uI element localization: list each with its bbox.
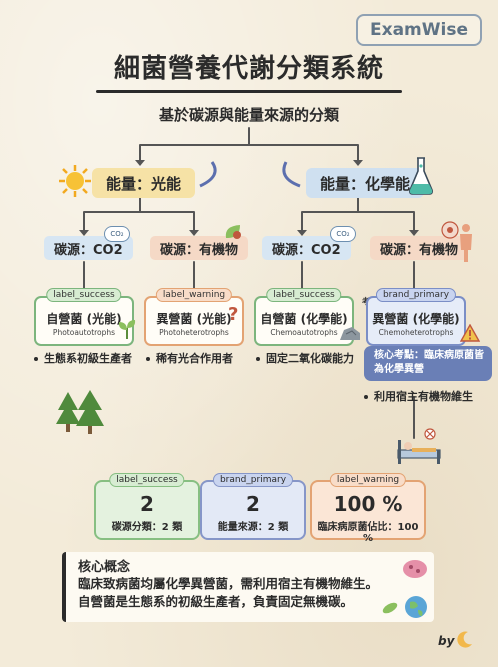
core-heading: 核心概念	[78, 560, 131, 575]
co2-cloud-icon: CO₂	[330, 226, 356, 242]
by-credit: by	[438, 634, 455, 648]
card-tag: brand_primary	[375, 288, 457, 302]
carbon-organic-light: 碳源：有機物	[150, 236, 249, 260]
card-photoautotrophs: label_success 自營菌 (光能) Photoautotrophs	[34, 288, 134, 346]
card-photoheterotrophs: label_warning 異營菌 (光能) Photoheterotrophs	[144, 288, 244, 346]
bacteria-icon	[403, 560, 427, 578]
card-name: 異營菌 (化學能)	[372, 312, 460, 326]
card-en: Chemoheterotrophs	[378, 328, 454, 337]
note-chemoheterotrophs: 利用宿主有機物維生	[364, 388, 473, 404]
human-icon	[441, 221, 472, 262]
card-chemoheterotrophs: brand_primary 異營菌 (化學能) Chemoheterotroph…	[366, 288, 466, 346]
stat-value: 2	[140, 492, 154, 516]
light-swoosh	[199, 161, 217, 188]
light-branch	[83, 197, 195, 233]
stat-desc: 能量來源：2 類	[217, 522, 289, 533]
card-connectors	[83, 261, 415, 291]
sprout-icon	[118, 320, 136, 339]
card-en: Photoautotrophs	[52, 328, 116, 337]
page-subtitle: 基於碳源與能量來源的分類	[158, 106, 339, 124]
card-chemoautotrophs: label_success 自營菌 (化學能) Chemoautotrophs	[254, 288, 354, 346]
note-chemoautotrophs: 固定二氧化碳能力	[256, 350, 354, 366]
stat-value: 100 %	[333, 492, 403, 516]
stat-tag: brand_primary	[212, 473, 294, 487]
card-tag: label_success	[266, 288, 342, 302]
pine-trees-icon	[56, 390, 104, 434]
note-photoautotrophs: 生態系初級生產者	[34, 350, 132, 366]
chem-swoosh	[282, 161, 301, 188]
exam-callout: 核心考點：臨床病原菌皆為化學異營	[364, 346, 492, 381]
stat-tag: label_success	[109, 473, 185, 487]
stat-desc: 碳源分類：2 類	[111, 522, 183, 533]
note-text: 固定二氧化碳能力	[266, 352, 354, 365]
stat-tag: label_warning	[329, 473, 407, 487]
card-tag: label_warning	[155, 288, 233, 302]
card-tag: label_success	[46, 288, 122, 302]
energy-light-node: 能量：光能	[92, 168, 196, 198]
card-en: Photoheterotrophs	[159, 328, 229, 337]
core-concept-box: 核心概念 臨床致病菌均屬化學異營菌，需利用宿主有機物維生。 自營菌是生態系的初級…	[62, 552, 434, 622]
title-underline	[96, 90, 402, 93]
stat-clinical-pathogens: label_warning 100 % 臨床病原菌佔比：100 %	[310, 473, 426, 544]
question-mark-icon: ?	[228, 304, 239, 325]
energy-chem-node: 能量：化學能	[306, 168, 425, 198]
stat-desc: 臨床病原菌佔比：100 %	[317, 522, 419, 544]
stat-value: 2	[246, 492, 260, 516]
card-name: 異營菌 (光能)	[156, 312, 232, 326]
note-text: 稀有光合作用者	[156, 352, 233, 365]
note-text: 利用宿主有機物維生	[374, 390, 473, 403]
stat-energy-sources: brand_primary 2 能量來源：2 類	[200, 473, 306, 540]
stat-carbon-categories: label_success 2 碳源分類：2 類	[94, 473, 200, 540]
card-en: Chemoautotrophs	[270, 328, 338, 337]
card-name: 自營菌 (光能)	[46, 312, 122, 326]
sun-icon	[59, 165, 91, 197]
sick-patient-icon	[397, 428, 441, 464]
brand-logo: ExamWise	[356, 14, 482, 46]
note-photoheterotrophs: 稀有光合作用者	[146, 350, 233, 366]
leaf-icon	[225, 225, 241, 239]
page-title: 細菌營養代謝分類系統	[113, 54, 384, 84]
root-branch	[139, 127, 359, 163]
core-line-2: 自營菌是生態系的初級生產者，負責固定無機碳。	[78, 594, 354, 609]
note-text: 生態系初級生產者	[44, 352, 132, 365]
rock-icon	[340, 327, 360, 340]
core-line-1: 臨床致病菌均屬化學異營菌，需利用宿主有機物維生。	[78, 576, 379, 591]
chem-branch	[301, 197, 415, 233]
moon-logo-icon	[457, 631, 472, 648]
earth-icon	[382, 596, 427, 618]
co2-cloud-icon: CO₂	[104, 226, 130, 242]
carbon-organic-chem: 碳源：有機物	[370, 236, 469, 260]
warning-icon	[460, 324, 480, 342]
flask-icon	[409, 157, 433, 195]
card-name: 自營菌 (化學能)	[260, 312, 348, 326]
